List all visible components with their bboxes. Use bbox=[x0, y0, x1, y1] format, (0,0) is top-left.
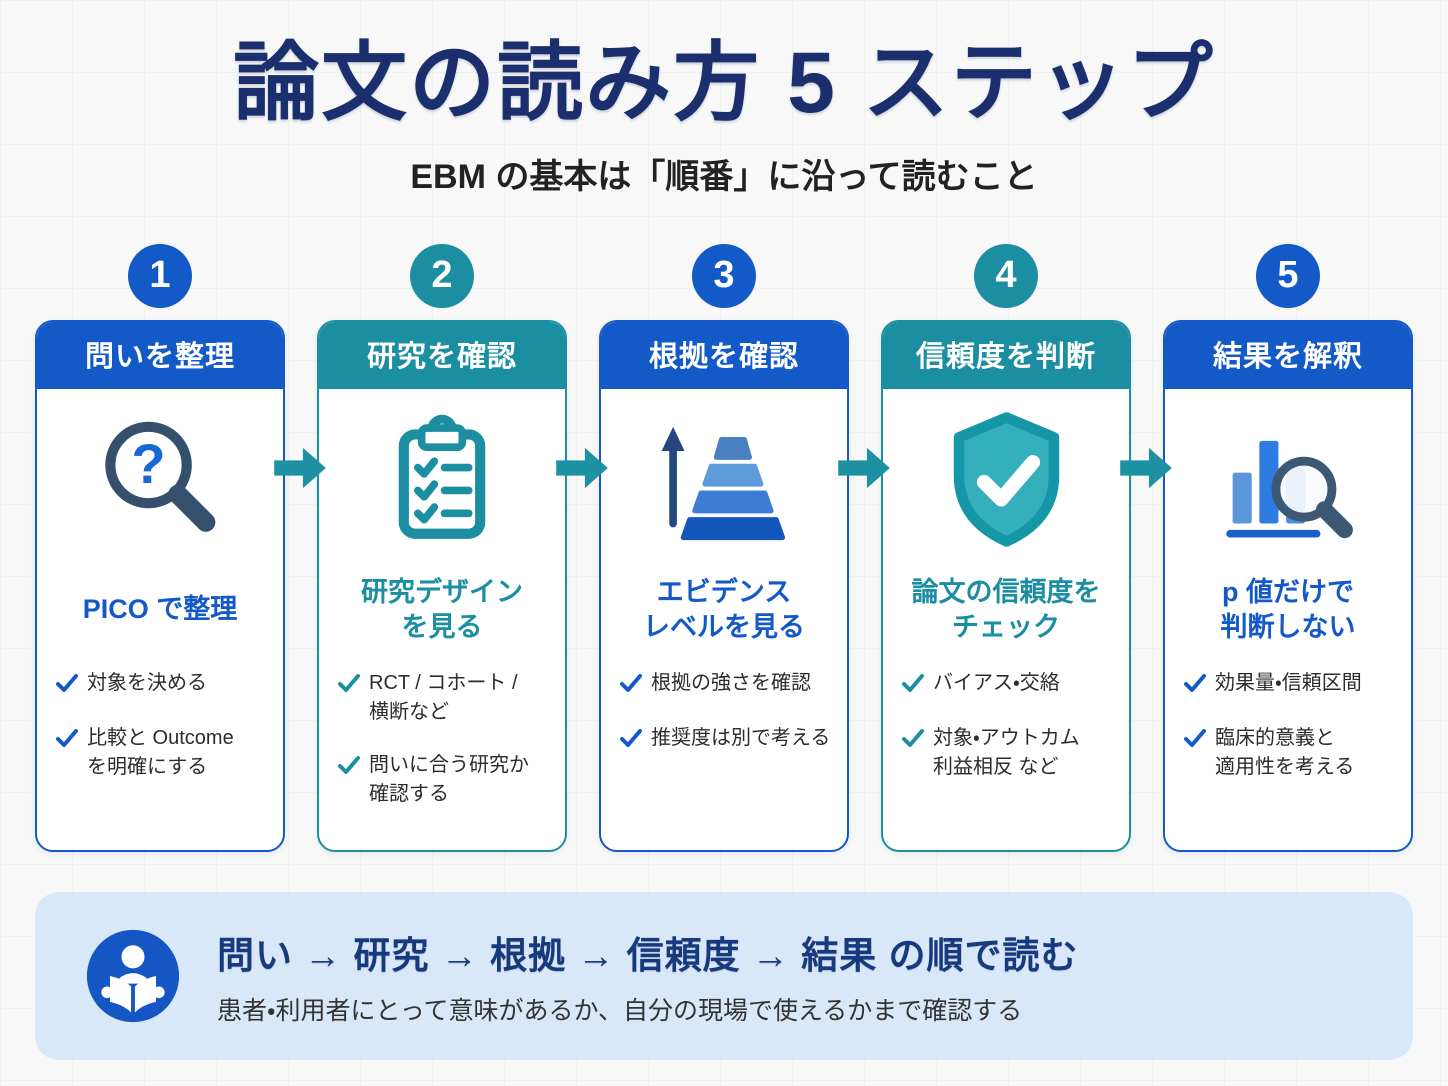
check-icon bbox=[619, 671, 643, 700]
bullet-text: 根拠の強さを確認 bbox=[651, 671, 811, 694]
step-number-badge: 1 bbox=[128, 243, 192, 308]
check-icon bbox=[619, 726, 643, 755]
step-label: エビデンス レベルを見る bbox=[643, 576, 805, 642]
step-number-badge: 4 bbox=[974, 243, 1038, 308]
bullet-item: 効果量・信頼区間 bbox=[1183, 669, 1397, 700]
bullet-text: 臨床的意義と 適用性を考える bbox=[1215, 726, 1355, 778]
question-magnifier-icon: ? bbox=[90, 409, 230, 554]
step-column-2: 2 研究を確認 bbox=[317, 243, 567, 852]
step-card: 結果を解釈 bbox=[1163, 319, 1413, 852]
steps-row: 1 問いを整理 ? PICO で整理 bbox=[35, 243, 1413, 852]
bullet-item: バイアス・交絡 bbox=[901, 669, 1115, 700]
bullet-text: 推奨度は別で考える bbox=[651, 726, 831, 749]
bullet-text: バイアス・交絡 bbox=[933, 671, 1060, 694]
check-icon bbox=[337, 753, 361, 782]
step-number-badge: 3 bbox=[692, 243, 756, 308]
check-icon bbox=[1183, 726, 1207, 755]
bullet-text: 問いに合う研究か 確認する bbox=[369, 753, 529, 805]
bullet-text: 対象・アウトカム 利益相反 など bbox=[933, 726, 1080, 778]
page-subtitle: EBM の基本は「順番」に沿って読むこと bbox=[410, 157, 1038, 196]
step-label: PICO で整理 bbox=[82, 594, 238, 625]
step-card: 研究を確認 bbox=[317, 319, 567, 852]
check-icon bbox=[55, 726, 79, 755]
bullet-item: 比較と Outcome を明確にする bbox=[55, 724, 269, 782]
page-title: 論文の読み方 5 ステップ bbox=[233, 35, 1215, 131]
flow-arrow-icon bbox=[556, 446, 610, 490]
flow-arrow-icon bbox=[274, 446, 328, 490]
bullet-text: 効果量・信頼区間 bbox=[1215, 671, 1362, 694]
bullet-text: 比較と Outcome を明確にする bbox=[87, 726, 234, 778]
bullet-item: RCT / コホート / 横断など bbox=[337, 669, 551, 727]
bullet-text: RCT / コホート / 横断など bbox=[369, 671, 518, 723]
step-header: 根拠を確認 bbox=[601, 321, 847, 389]
chart-magnifier-icon bbox=[1213, 409, 1363, 554]
evidence-pyramid-icon bbox=[654, 409, 794, 554]
shield-check-icon bbox=[934, 407, 1079, 557]
step-number-badge: 2 bbox=[410, 243, 474, 308]
step-card: 問いを整理 ? PICO で整理 bbox=[35, 319, 285, 852]
check-icon bbox=[1183, 671, 1207, 700]
svg-text:?: ? bbox=[131, 432, 165, 495]
reading-order-note: 患者・利用者にとって意味があるか、自分の現場で使えるかまで確認する bbox=[217, 996, 1023, 1025]
check-icon bbox=[901, 726, 925, 755]
step-header: 研究を確認 bbox=[319, 321, 565, 389]
step-card: 信頼度を判断 論文の信頼度を チェック bbox=[881, 319, 1131, 852]
step-column-3: 3 根拠を確認 bbox=[599, 243, 849, 852]
bullet-item: 臨床的意義と 適用性を考える bbox=[1183, 724, 1397, 782]
bullet-text: 対象を決める bbox=[87, 671, 207, 694]
step-label: 研究デザイン を見る bbox=[361, 576, 523, 642]
step-column-1: 1 問いを整理 ? PICO で整理 bbox=[35, 243, 285, 852]
bullet-item: 対象を決める bbox=[55, 669, 269, 700]
step-label: 論文の信頼度を チェック bbox=[911, 576, 1101, 642]
step-label: p 値だけで 判断しない bbox=[1220, 576, 1356, 642]
step-header: 結果を解釈 bbox=[1165, 321, 1411, 389]
flow-arrow-icon bbox=[1120, 446, 1174, 490]
check-icon bbox=[901, 671, 925, 700]
step-number-badge: 5 bbox=[1256, 243, 1320, 308]
step-column-5: 5 結果を解釈 bbox=[1163, 243, 1413, 852]
flow-arrow-icon bbox=[838, 446, 892, 490]
reading-person-icon bbox=[85, 928, 181, 1024]
bullet-item: 問いに合う研究か 確認する bbox=[337, 751, 551, 809]
clipboard-checklist-icon bbox=[372, 409, 512, 554]
step-card: 根拠を確認 bbox=[599, 319, 849, 852]
reading-order-text: 問い → 研究 → 根拠 → 信頼度 → 結果 の順で読む bbox=[217, 934, 1079, 976]
bullet-item: 根拠の強さを確認 bbox=[619, 669, 833, 700]
step-header: 信頼度を判断 bbox=[883, 321, 1129, 389]
check-icon bbox=[337, 671, 361, 700]
bullet-item: 対象・アウトカム 利益相反 など bbox=[901, 724, 1115, 782]
check-icon bbox=[55, 671, 79, 700]
summary-banner: 問い → 研究 → 根拠 → 信頼度 → 結果 の順で読む 患者・利用者にとって… bbox=[35, 891, 1413, 1060]
bullet-item: 推奨度は別で考える bbox=[619, 724, 833, 755]
step-header: 問いを整理 bbox=[37, 321, 283, 389]
step-column-4: 4 信頼度を判断 論文の信頼度を チェック bbox=[881, 243, 1131, 852]
